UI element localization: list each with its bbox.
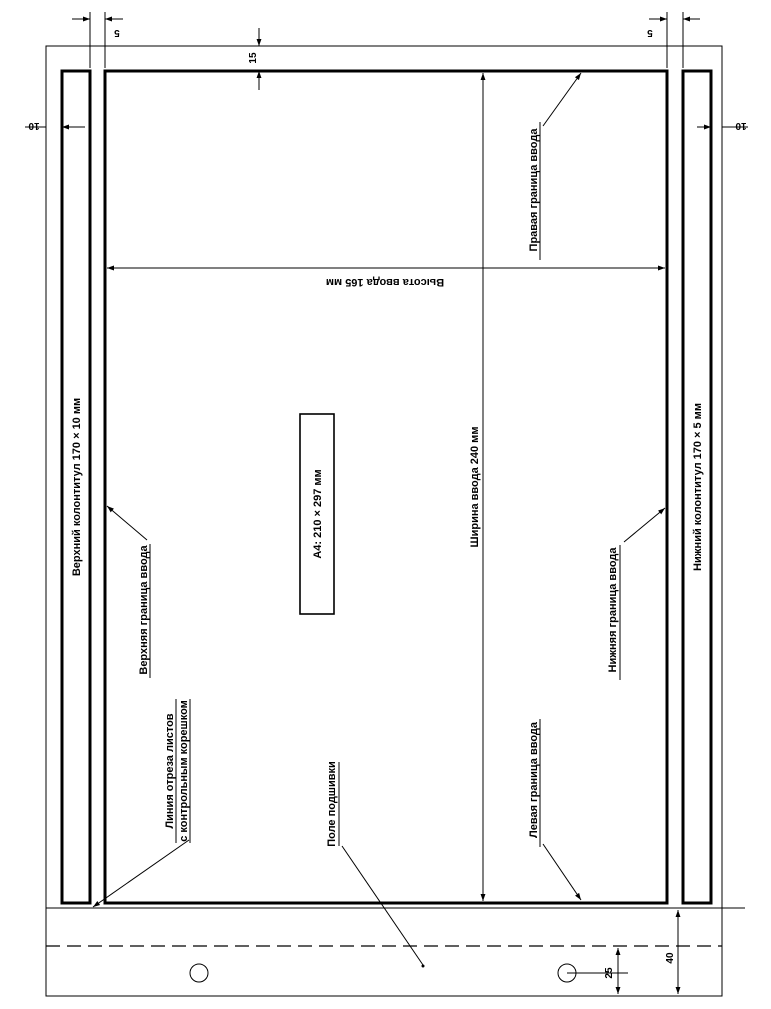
dim-25: 25 (604, 967, 615, 979)
input-area (103, 69, 669, 905)
bottom-border-label: Нижняя граница ввода (607, 547, 619, 673)
top-colontitle-strip (60, 69, 92, 905)
dim-10-left: 10 (28, 120, 40, 131)
left-border-label: Левая граница ввода (528, 721, 540, 838)
binding-field-label: Поле подшивки (326, 761, 338, 847)
left-border-leader (542, 843, 582, 901)
right-border-label: Правая граница ввода (528, 128, 540, 252)
cut-line-label-2: с контрольным корешком (178, 700, 190, 842)
dim-5-right: 5 (647, 27, 653, 38)
right-border-leader (542, 72, 582, 127)
punch-hole-left (189, 963, 209, 983)
paper-format-box (299, 413, 335, 615)
bottom-colontitle-label: Нижний колонтитул 170 × 5 мм (692, 403, 704, 571)
cut-line-label-1: Линия отреза листов (164, 713, 176, 828)
cut-line-leader (92, 839, 190, 908)
top-border-label: Верхняя граница ввода (138, 545, 150, 675)
input-width-label: Ширина ввода 240 мм (469, 427, 481, 548)
bottom-colontitle-strip (681, 69, 713, 905)
binding-field-leader (341, 845, 424, 966)
dim-5-left: 5 (114, 27, 120, 38)
dim-15: 15 (248, 52, 259, 64)
top-colontitle-label: Верхний колонтитул 170 × 10 мм (71, 398, 83, 576)
input-height-label: Высота ввода 165 мм (326, 276, 444, 288)
dim-10-right: 10 (735, 120, 747, 131)
sheet-outline (45, 45, 723, 997)
top-border-leader (106, 505, 148, 541)
paper-format-label: A4: 210 × 297 мм (312, 469, 324, 558)
dim-40: 40 (665, 952, 676, 964)
bottom-border-leader (623, 507, 666, 543)
